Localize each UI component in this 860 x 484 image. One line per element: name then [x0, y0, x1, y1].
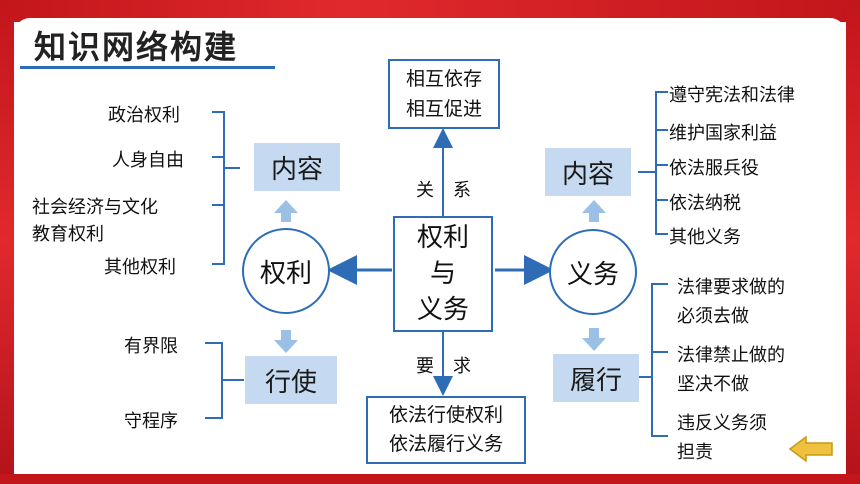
center-box: 权利 与 义务: [393, 216, 493, 332]
center-line2: 与: [429, 259, 456, 289]
relation-box: 相互依存 相互促进: [388, 59, 500, 129]
page-title: 知识网络构建: [34, 28, 239, 66]
rights-content-bracket: [212, 111, 240, 265]
down-arrow-rights: [274, 330, 298, 353]
relation-label-b: 系: [453, 180, 471, 201]
center-line1: 权利: [416, 223, 469, 253]
duties-content-bracket: [638, 91, 668, 235]
up-arrow-duties: [582, 200, 606, 222]
duties-content-label: 内容: [545, 148, 631, 196]
duties-fulfil-label: 履行: [553, 354, 639, 402]
requirement-line2: 依法履行义务: [388, 433, 503, 455]
requirement-box: 依法行使权利 依法履行义务: [366, 396, 526, 464]
rights-circle: 权利: [242, 228, 330, 314]
duties-fulfil-item: 违反义务须: [677, 413, 767, 434]
duties-content-item: 依法纳税: [669, 193, 741, 214]
duties-fulfil-item: 法律要求做的: [677, 277, 785, 298]
duties-content-item: 依法服兵役: [669, 158, 759, 179]
duties-fulfil-item: 必须去做: [677, 306, 749, 327]
rights-exercise-item: 有界限: [124, 336, 178, 357]
frame-bottom: [0, 474, 860, 484]
duties-fulfil-item: 担责: [677, 442, 713, 463]
back-button[interactable]: [788, 435, 834, 463]
rights-content-item: 社会经济与文化: [32, 197, 158, 218]
relation-label-a: 关: [416, 180, 434, 201]
rights-content-item: 政治权利: [108, 105, 180, 126]
duties-fulfil-item: 法律禁止做的: [677, 345, 785, 366]
up-arrow-rights: [274, 200, 298, 222]
requirement-label-a: 要: [416, 356, 434, 377]
rights-exercise-bracket: [205, 342, 244, 419]
relation-line2: 相互促进: [405, 98, 482, 120]
rights-content-label: 内容: [254, 143, 340, 191]
requirement-line1: 依法行使权利: [388, 404, 503, 426]
duties-circle: 义务: [549, 229, 637, 315]
duties-fulfil-bracket: [638, 283, 668, 437]
duties-content-item: 维护国家利益: [669, 123, 777, 144]
duties-fulfil-item: 坚决不做: [677, 374, 749, 395]
frame-top: [0, 0, 860, 22]
requirement-label-b: 求: [453, 356, 471, 377]
down-arrow-duties: [582, 328, 606, 351]
duties-content-item: 遵守宪法和法律: [669, 85, 795, 106]
rights-content-item: 人身自由: [112, 150, 184, 171]
frame-right: [846, 0, 860, 484]
frame-left: [0, 0, 14, 484]
rights-content-item: 教育权利: [32, 224, 104, 245]
rights-exercise-label: 行使: [245, 356, 337, 404]
title-underline: [20, 66, 275, 69]
rights-content-item: 其他权利: [104, 257, 176, 278]
rights-exercise-item: 守程序: [124, 411, 178, 432]
duties-content-item: 其他义务: [669, 227, 741, 248]
relation-line1: 相互依存: [405, 68, 482, 90]
back-arrow-icon: [788, 435, 833, 463]
center-line3: 义务: [416, 295, 469, 325]
